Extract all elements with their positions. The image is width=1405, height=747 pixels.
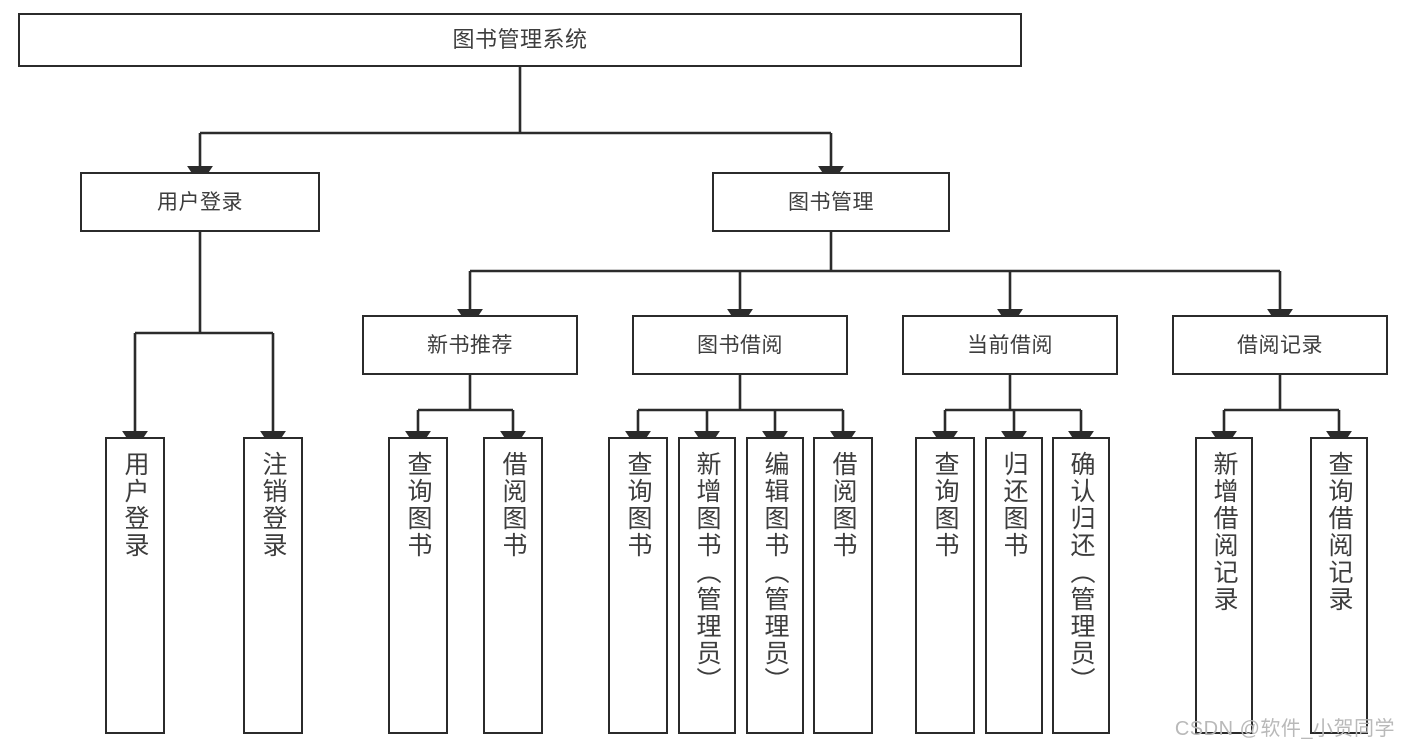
node-label: 归还图书 <box>1000 451 1028 559</box>
node-label: 借阅图书 <box>829 451 857 559</box>
node-records[interactable]: 借阅记录 <box>1172 315 1388 375</box>
node-leaf-cur-3[interactable]: 确认归还（管理员） <box>1052 437 1110 734</box>
node-leaf-login-2[interactable]: 注销登录 <box>243 437 303 734</box>
node-label: 确认归还（管理员） <box>1067 451 1095 694</box>
node-label: 查询图书 <box>624 451 652 559</box>
node-label: 当前借阅 <box>967 333 1053 357</box>
node-label: 注销登录 <box>259 451 287 559</box>
node-leaf-cur-2[interactable]: 归还图书 <box>985 437 1043 734</box>
node-label: 借阅记录 <box>1237 333 1323 357</box>
node-label: 图书借阅 <box>697 333 783 357</box>
node-login[interactable]: 用户登录 <box>80 172 320 232</box>
node-label: 新增借阅记录 <box>1210 451 1238 613</box>
node-label: 新增图书（管理员） <box>693 451 721 694</box>
node-current[interactable]: 当前借阅 <box>902 315 1118 375</box>
node-leaf-rec-1[interactable]: 新增借阅记录 <box>1195 437 1253 734</box>
node-leaf-new-1[interactable]: 查询图书 <box>388 437 448 734</box>
node-bookmgmt[interactable]: 图书管理 <box>712 172 950 232</box>
node-label: 用户登录 <box>121 451 149 559</box>
node-leaf-login-1[interactable]: 用户登录 <box>105 437 165 734</box>
node-label: 编辑图书（管理员） <box>761 451 789 694</box>
node-borrow[interactable]: 图书借阅 <box>632 315 848 375</box>
node-newbook[interactable]: 新书推荐 <box>362 315 578 375</box>
node-label: 新书推荐 <box>427 333 513 357</box>
node-root[interactable]: 图书管理系统 <box>18 13 1022 67</box>
node-leaf-new-2[interactable]: 借阅图书 <box>483 437 543 734</box>
node-leaf-cur-1[interactable]: 查询图书 <box>915 437 975 734</box>
node-leaf-rec-2[interactable]: 查询借阅记录 <box>1310 437 1368 734</box>
node-leaf-borrow-1[interactable]: 查询图书 <box>608 437 668 734</box>
node-label: 查询借阅记录 <box>1325 451 1353 613</box>
node-label: 图书管理 <box>788 190 874 214</box>
watermark-label: CSDN @软件_小贺同学 <box>1174 718 1395 740</box>
node-label: 用户登录 <box>157 190 243 214</box>
node-label: 查询图书 <box>404 451 432 559</box>
node-leaf-borrow-3[interactable]: 编辑图书（管理员） <box>746 437 804 734</box>
node-label: 借阅图书 <box>499 451 527 559</box>
node-leaf-borrow-4[interactable]: 借阅图书 <box>813 437 873 734</box>
node-label: 图书管理系统 <box>452 27 588 52</box>
node-label: 查询图书 <box>931 451 959 559</box>
node-leaf-borrow-2[interactable]: 新增图书（管理员） <box>678 437 736 734</box>
